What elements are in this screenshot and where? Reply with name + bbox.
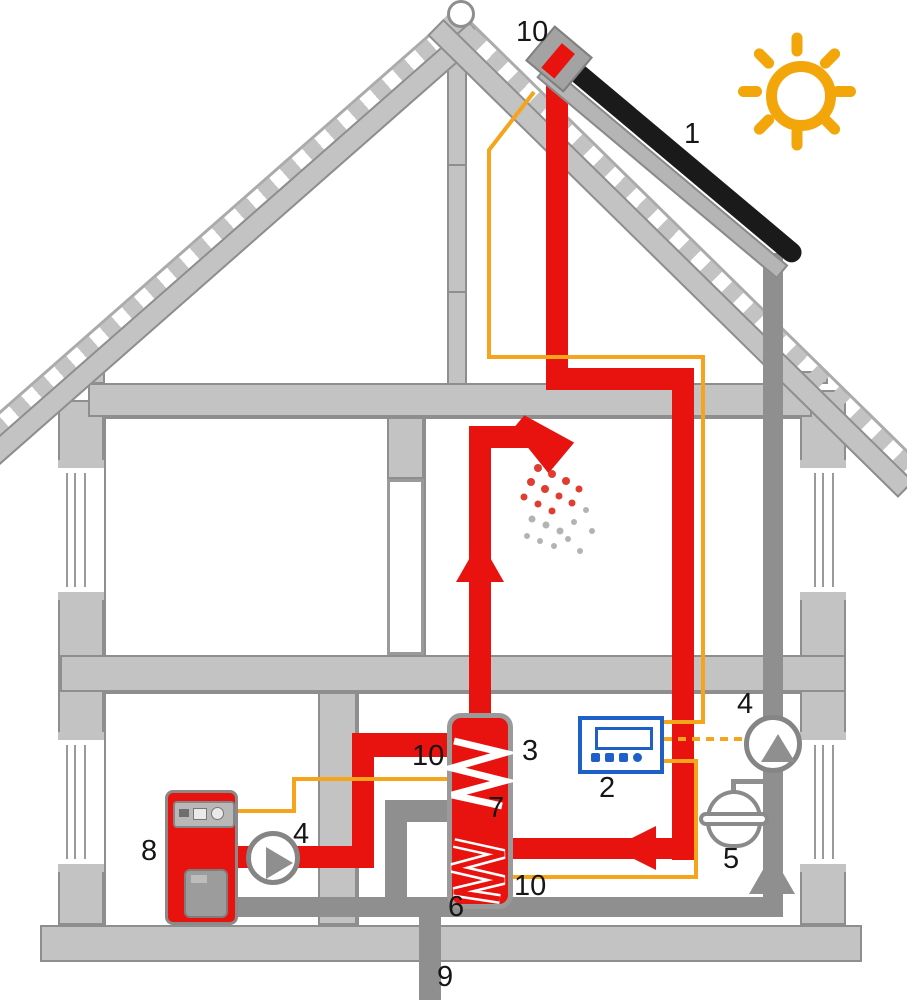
flow-arrow-up-gray <box>749 854 795 894</box>
vessel-connector-v <box>731 779 736 799</box>
label-heat-exchanger: 7 <box>488 792 505 824</box>
collector-sensor <box>541 43 575 79</box>
label-sensor-store-bottom: 10 <box>514 870 547 902</box>
label-sensor-store-top: 10 <box>412 740 445 772</box>
pipe-collector-flow-drop <box>672 368 694 860</box>
ground-floor-slab <box>40 925 862 962</box>
pump-boiler-circuit <box>246 831 300 885</box>
flow-arrow-up-red <box>456 540 504 582</box>
label-cold-water-supply: 9 <box>437 961 454 993</box>
middle-floor <box>60 655 846 692</box>
label-controller: 2 <box>599 772 616 804</box>
label-cold-water-connection: 6 <box>448 891 465 923</box>
interior-wall-upper-top <box>387 417 424 479</box>
king-post <box>447 18 467 385</box>
pump-rotor-up-icon <box>761 734 795 762</box>
pump-solar-circuit <box>744 715 802 773</box>
controller-button[interactable] <box>619 753 628 762</box>
interior-wall-upper-frame <box>387 479 424 655</box>
pipe-boiler-flow-to-tank <box>352 733 454 757</box>
label-sensor-collector: 10 <box>516 16 549 48</box>
label-expansion-vessel: 5 <box>723 843 740 875</box>
label-solar-collector: 1 <box>684 118 701 150</box>
pipe-bottom-run <box>236 897 783 917</box>
window-upper-left <box>58 460 104 600</box>
pipe-solar-to-tank <box>506 838 696 859</box>
controller-button[interactable] <box>591 753 600 762</box>
window-upper-right <box>800 460 846 600</box>
expansion-vessel-flange <box>699 812 769 826</box>
controller-button[interactable] <box>633 753 642 762</box>
label-pump-boiler: 4 <box>293 818 310 850</box>
controller-display <box>595 727 653 750</box>
pipe-cold-water-supply <box>419 910 441 1000</box>
label-pump-solar: 4 <box>737 688 754 720</box>
window-lower-right <box>800 732 846 872</box>
flow-arrow-left-red <box>612 826 656 870</box>
pump-rotor-right-icon <box>266 847 293 879</box>
pipe-boiler-return-v <box>385 800 407 908</box>
attic-floor-beam <box>88 383 812 417</box>
ridge-cap <box>447 0 475 28</box>
label-boiler: 8 <box>141 835 158 867</box>
boiler-control-panel <box>173 801 235 828</box>
controller-button[interactable] <box>605 753 614 762</box>
boiler <box>165 790 238 925</box>
boiler-door <box>184 869 228 918</box>
solar-controller <box>578 716 664 774</box>
vessel-connector-h <box>731 779 768 784</box>
sun-icon <box>730 25 870 165</box>
window-lower-left <box>58 732 104 872</box>
label-storage-tank: 3 <box>522 735 539 767</box>
room-upper-left <box>104 417 391 659</box>
